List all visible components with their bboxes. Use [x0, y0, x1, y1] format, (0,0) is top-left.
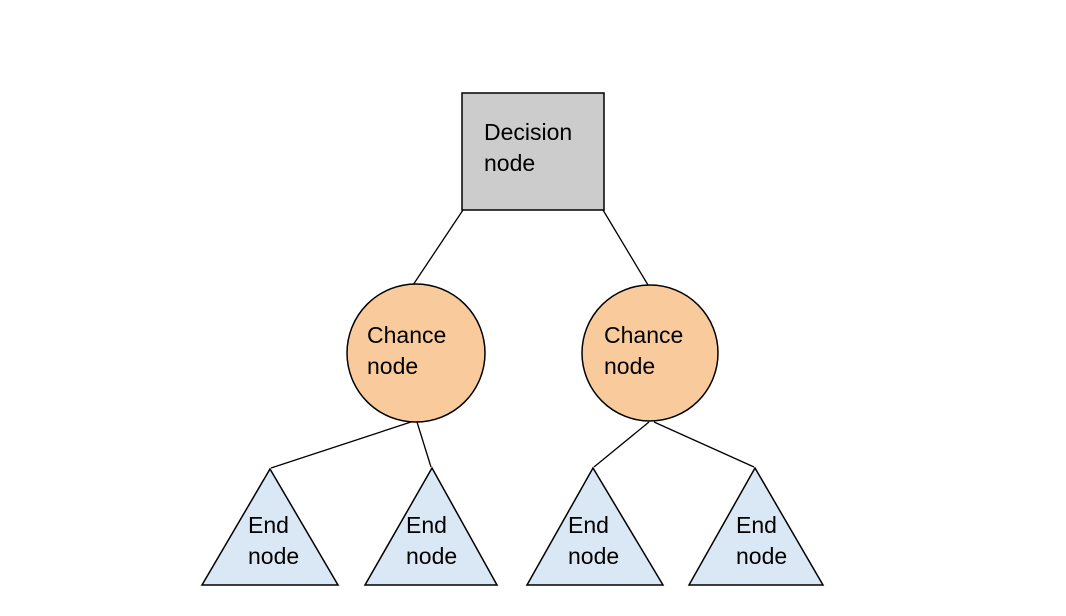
end-node-4-shape: [687, 466, 825, 586]
end-node-1-shape: [200, 467, 340, 586]
edge-chance-left-to-end-2: [416, 421, 432, 468]
edge-decision-to-chance-right: [602, 209, 649, 286]
chance-node-left-shape: [346, 283, 486, 423]
chance-node-left-label: Chance node: [367, 322, 447, 379]
decision-node-shape: [461, 92, 605, 211]
chance-node-right-shape: [581, 284, 719, 422]
end-node-1-label: End node: [248, 512, 300, 569]
chance-node-right-label: Chance node: [604, 322, 684, 379]
end-node-3-label: End node: [568, 512, 620, 569]
end-node-2-shape: [363, 466, 499, 586]
edge-chance-right-to-end-4: [653, 421, 755, 468]
end-node-2-label: End node: [406, 512, 458, 569]
edge-chance-left-to-end-1: [270, 420, 415, 469]
end-node-3-shape: [525, 466, 665, 586]
edge-decision-to-chance-left: [412, 209, 464, 286]
end-node-4-label: End node: [736, 512, 788, 569]
decision-node-label: Decision node: [484, 119, 573, 176]
edge-chance-right-to-end-3: [593, 421, 650, 468]
